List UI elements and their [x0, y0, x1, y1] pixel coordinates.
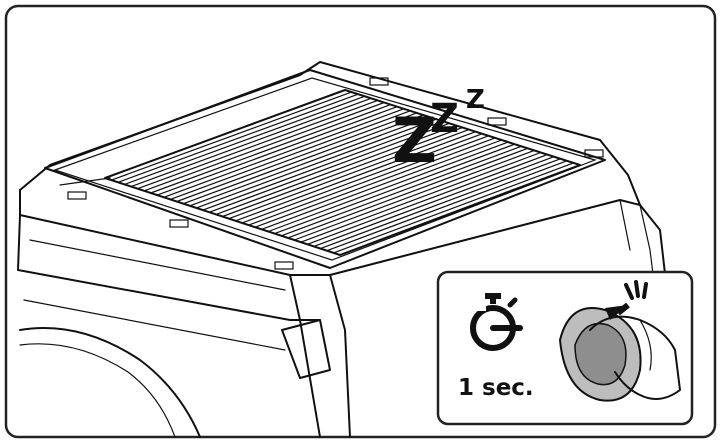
sleep-glyphs: Z Z Z: [392, 85, 485, 177]
timer-label: 1 sec.: [458, 375, 534, 401]
sleep-z-large: Z: [392, 104, 437, 177]
tonneau-cover: [44, 69, 606, 270]
sleep-z-medium: Z: [430, 96, 459, 142]
inset-panel: 1 sec.: [436, 270, 694, 426]
stopwatch-icon: [470, 293, 523, 351]
press-motion-icon: [605, 280, 648, 320]
remote-fob-icon: [558, 307, 681, 402]
sleep-z-small: Z: [466, 85, 485, 115]
